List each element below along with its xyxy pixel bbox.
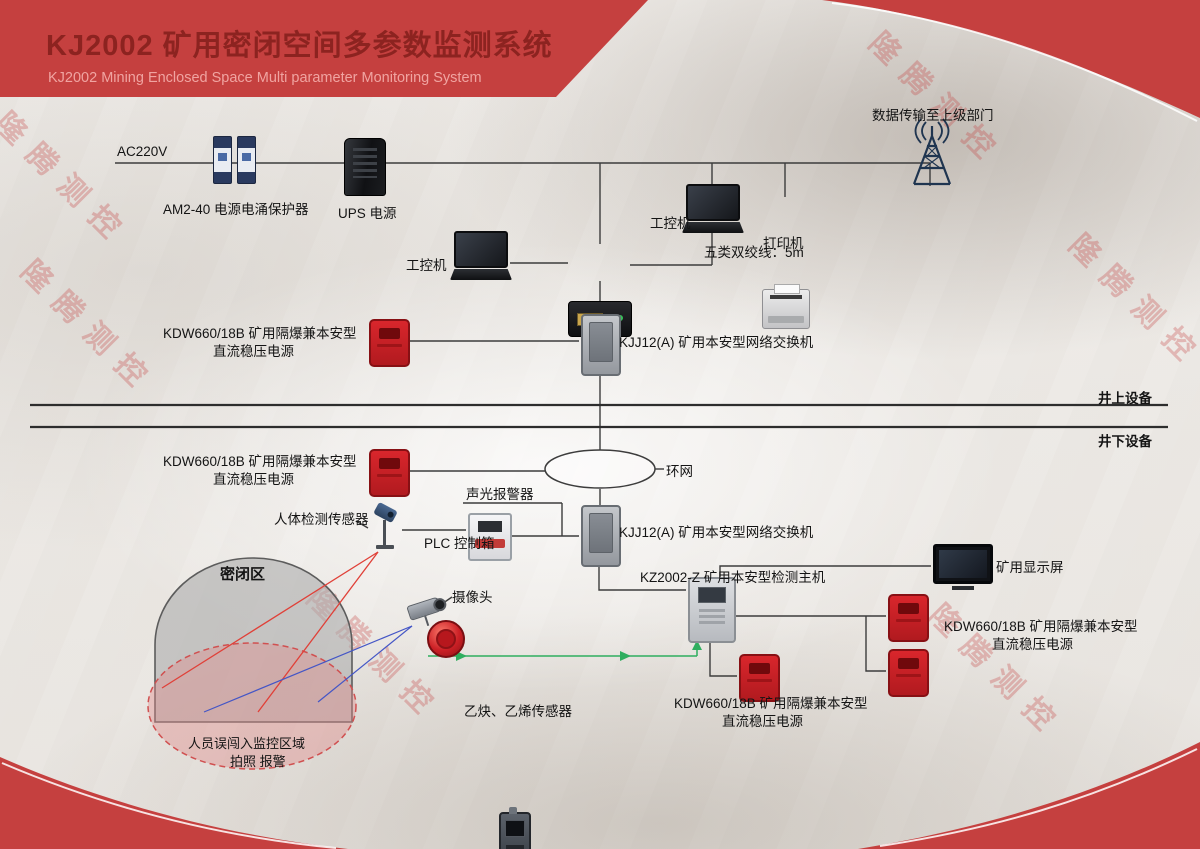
sound-light-alarm-icon [427, 620, 465, 658]
label-uplink: 数据传输至上级部门 [872, 108, 994, 123]
label-kdw-bottom-1: KDW660/18B 矿用隔爆兼本安型 [674, 696, 868, 711]
label-ring-network: 环网 [666, 464, 693, 479]
label-intrusion-1: 人员误闯入监控区域 [188, 736, 306, 751]
kdw-power-right1-icon [888, 594, 929, 642]
ring-network-ellipse [544, 449, 656, 489]
ipc-right-icon [682, 184, 744, 233]
green-arrow-up [692, 640, 702, 650]
antenna-tower-icon [912, 118, 952, 186]
label-ipc-right: 工控机 [650, 216, 691, 231]
label-surge-protector: AM2-40 电源电涌保护器 [163, 202, 309, 217]
kdw-power-top-icon [369, 319, 410, 367]
label-kdw-ug-2: 直流稳压电源 [213, 472, 294, 487]
label-display: 矿用显示屏 [996, 560, 1064, 575]
blue-beam [317, 625, 413, 703]
label-kjj-underground: KJJ12(A) 矿用本安型网络交换机 [619, 525, 814, 540]
gas-sensor-icon [499, 807, 531, 849]
label-intrusion-2: 拍照 报警 [230, 754, 286, 769]
label-underground-equipment: 井下设备 [1098, 434, 1152, 449]
plc-box-icon [468, 513, 512, 561]
kdw-power-bottom-icon [739, 654, 780, 702]
kdw-power-underground-icon [369, 449, 410, 497]
network-switch-underground-icon [581, 505, 621, 567]
mining-display-icon [933, 544, 993, 592]
human-detect-sensor-icon [364, 501, 404, 558]
label-kdw-bottom-2: 直流稳压电源 [722, 714, 803, 729]
label-kz-host: KZ2002-Z 矿用本安型检测主机 [640, 570, 826, 585]
printer-icon [762, 284, 810, 329]
label-ups: UPS 电源 [338, 206, 397, 221]
label-cat5: 五类双绞线：5m [704, 245, 804, 260]
label-kdw-top-2: 直流稳压电源 [213, 344, 294, 359]
kdw-power-right2-icon [888, 649, 929, 697]
detection-host-icon [688, 577, 736, 643]
label-alarm: 声光报警器 [466, 487, 534, 502]
network-switch-surface-icon [581, 314, 621, 376]
blue-beam [203, 625, 413, 713]
label-enclosed-area: 密闭区 [220, 566, 266, 583]
green-signal-line [428, 646, 698, 657]
page-subtitle: KJ2002 Mining Enclosed Space Multi param… [48, 70, 482, 86]
label-printer: 打印机 [763, 236, 804, 251]
surge-protector-icon [213, 136, 257, 184]
page-title: KJ2002 矿用密闭空间多参数监测系统 [46, 30, 553, 62]
label-ac220v: AC220V [117, 144, 168, 159]
red-beam [257, 551, 379, 713]
label-kjj-surface: KJJ12(A) 矿用本安型网络交换机 [619, 335, 814, 350]
green-arrow-right [620, 651, 631, 661]
label-kdw-right-1: KDW660/18B 矿用隔爆兼本安型 [944, 619, 1138, 634]
label-camera: 摄像头 [452, 590, 493, 605]
ipc-left-icon [450, 231, 512, 280]
label-ipc-left: 工控机 [406, 258, 447, 273]
label-kdw-ug-1: KDW660/18B 矿用隔爆兼本安型 [163, 454, 357, 469]
label-gas-sensors: 乙炔、乙烯传感器 [464, 704, 572, 719]
label-plc: PLC 控制箱 [424, 536, 495, 551]
label-surface-equipment: 井上设备 [1098, 391, 1152, 406]
green-arrow-right [456, 651, 467, 661]
label-kdw-top-1: KDW660/18B 矿用隔爆兼本安型 [163, 326, 357, 341]
label-kdw-right-2: 直流稳压电源 [992, 637, 1073, 652]
ups-icon [344, 138, 386, 196]
red-beam [161, 551, 379, 689]
label-human-sensor: 人体检测传感器 [274, 512, 369, 527]
